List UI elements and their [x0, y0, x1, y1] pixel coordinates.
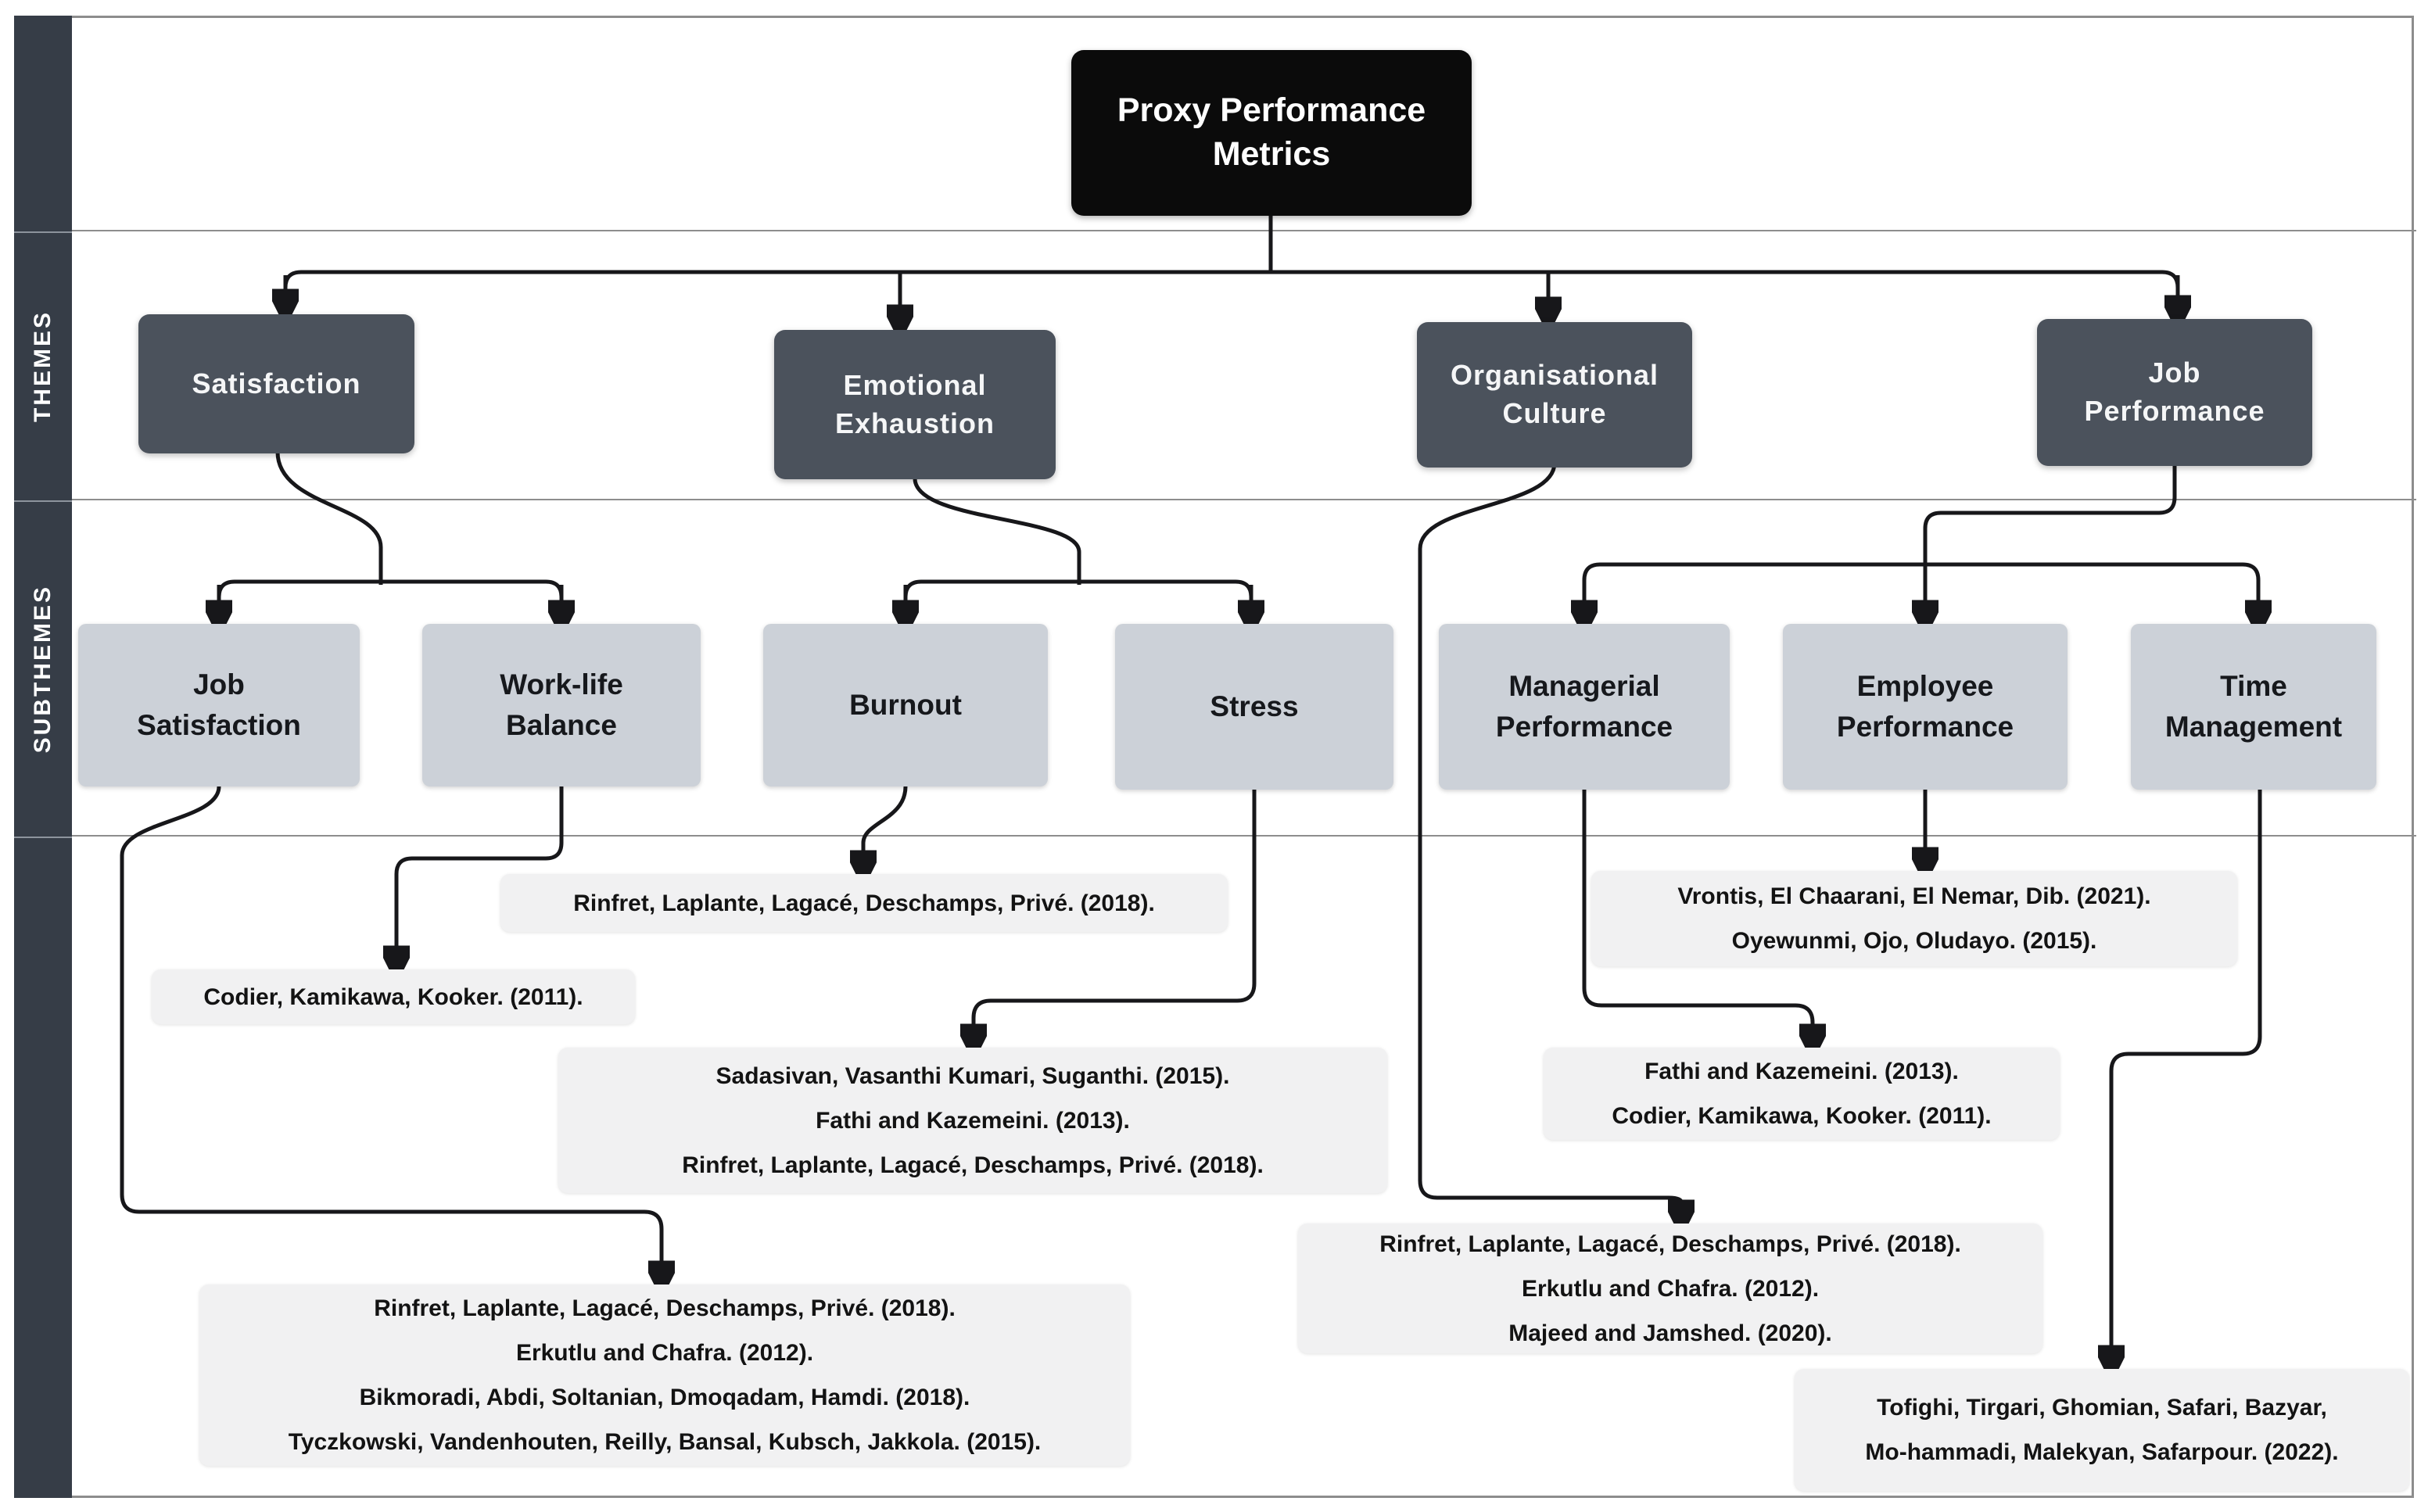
citation-line: Oyewunmi, Ojo, Oludayo. (2015). — [1731, 928, 2097, 954]
subtheme-node-job-satisfaction: Job Satisfaction — [78, 624, 360, 786]
citation-line: Tyczkowski, Vandenhouten, Reilly, Bansal… — [288, 1429, 1042, 1455]
citation-line: Rinfret, Laplante, Lagacé, Deschamps, Pr… — [682, 1152, 1264, 1178]
citation-line: Mo-hammadi, Malekyan, Safarpour. (2022). — [1865, 1439, 2339, 1465]
subthemes-row-label: SUBTHEMES — [30, 585, 56, 754]
citation-line: Fathi and Kazemeini. (2013). — [816, 1107, 1130, 1134]
citation-line: Rinfret, Laplante, Lagacé, Deschamps, Pr… — [573, 890, 1155, 916]
citation-line: Rinfret, Laplante, Lagacé, Deschamps, Pr… — [1379, 1231, 1961, 1257]
citation-line: Sadasivan, Vasanthi Kumari, Suganthi. (2… — [715, 1062, 1230, 1089]
citation-line: Codier, Kamikawa, Kooker. (2011). — [1612, 1103, 1992, 1129]
theme-node-satisfaction: Satisfaction — [138, 314, 414, 453]
sidebar-section-references — [14, 837, 72, 1498]
citation-line: Rinfret, Laplante, Lagacé, Deschamps, Pr… — [374, 1295, 956, 1321]
theme-node-organisational-culture: Organisational Culture — [1417, 322, 1692, 468]
citation-line: Vrontis, El Chaarani, El Nemar, Dib. (20… — [1677, 883, 2151, 909]
citation-box-managerial-performance: Fathi and Kazemeini. (2013). Codier, Kam… — [1544, 1048, 2060, 1140]
row-divider-subthemes — [14, 499, 2416, 500]
sidebar-section-root — [14, 16, 72, 231]
theme-node-emotional-exhaustion: Emotional Exhaustion — [774, 330, 1056, 479]
citation-box-employee-performance: Vrontis, El Chaarani, El Nemar, Dib. (20… — [1591, 871, 2237, 966]
row-header-sidebar: THEMES SUBTHEMES — [14, 16, 72, 1498]
root-node-proxy-performance-metrics: Proxy Performance Metrics — [1071, 50, 1472, 216]
citation-line: Majeed and Jamshed. (2020). — [1508, 1320, 1832, 1346]
citation-line: Fathi and Kazemeini. (2013). — [1644, 1059, 1959, 1084]
citation-box-organisational-culture: Rinfret, Laplante, Lagacé, Deschamps, Pr… — [1298, 1224, 2042, 1353]
subtheme-node-employee-performance: Employee Performance — [1783, 624, 2068, 790]
citation-line: Erkutlu and Chafra. (2012). — [1521, 1275, 1820, 1302]
citation-box-job-satisfaction: Rinfret, Laplante, Lagacé, Deschamps, Pr… — [199, 1284, 1130, 1466]
citation-box-work-life-balance: Codier, Kamikawa, Kooker. (2011). — [152, 969, 635, 1024]
sidebar-section-themes: THEMES — [14, 231, 72, 500]
citation-box-time-management: Tofighi, Tirgari, Ghomian, Safari, Bazya… — [1795, 1369, 2409, 1491]
subtheme-node-time-management: Time Management — [2131, 624, 2376, 790]
citation-line: Tofighi, Tirgari, Ghomian, Safari, Bazya… — [1877, 1395, 2327, 1421]
theme-node-job-performance: Job Performance — [2037, 319, 2312, 466]
row-divider-themes — [14, 230, 2416, 231]
citation-line: Codier, Kamikawa, Kooker. (2011). — [203, 984, 583, 1010]
sidebar-section-subthemes: SUBTHEMES — [14, 500, 72, 837]
subtheme-node-managerial-performance: Managerial Performance — [1439, 624, 1730, 790]
themes-row-label: THEMES — [30, 310, 56, 423]
subtheme-node-burnout: Burnout — [763, 624, 1048, 786]
subtheme-node-stress: Stress — [1115, 624, 1393, 790]
subtheme-node-work-life-balance: Work-life Balance — [422, 624, 701, 786]
citation-line: Erkutlu and Chafra. (2012). — [515, 1340, 814, 1366]
citation-box-stress: Sadasivan, Vasanthi Kumari, Suganthi. (2… — [558, 1048, 1387, 1193]
citation-box-burnout: Rinfret, Laplante, Lagacé, Deschamps, Pr… — [500, 874, 1228, 932]
citation-line: Bikmoradi, Abdi, Soltanian, Dmoqadam, Ha… — [359, 1385, 970, 1410]
row-divider-references — [14, 835, 2416, 837]
